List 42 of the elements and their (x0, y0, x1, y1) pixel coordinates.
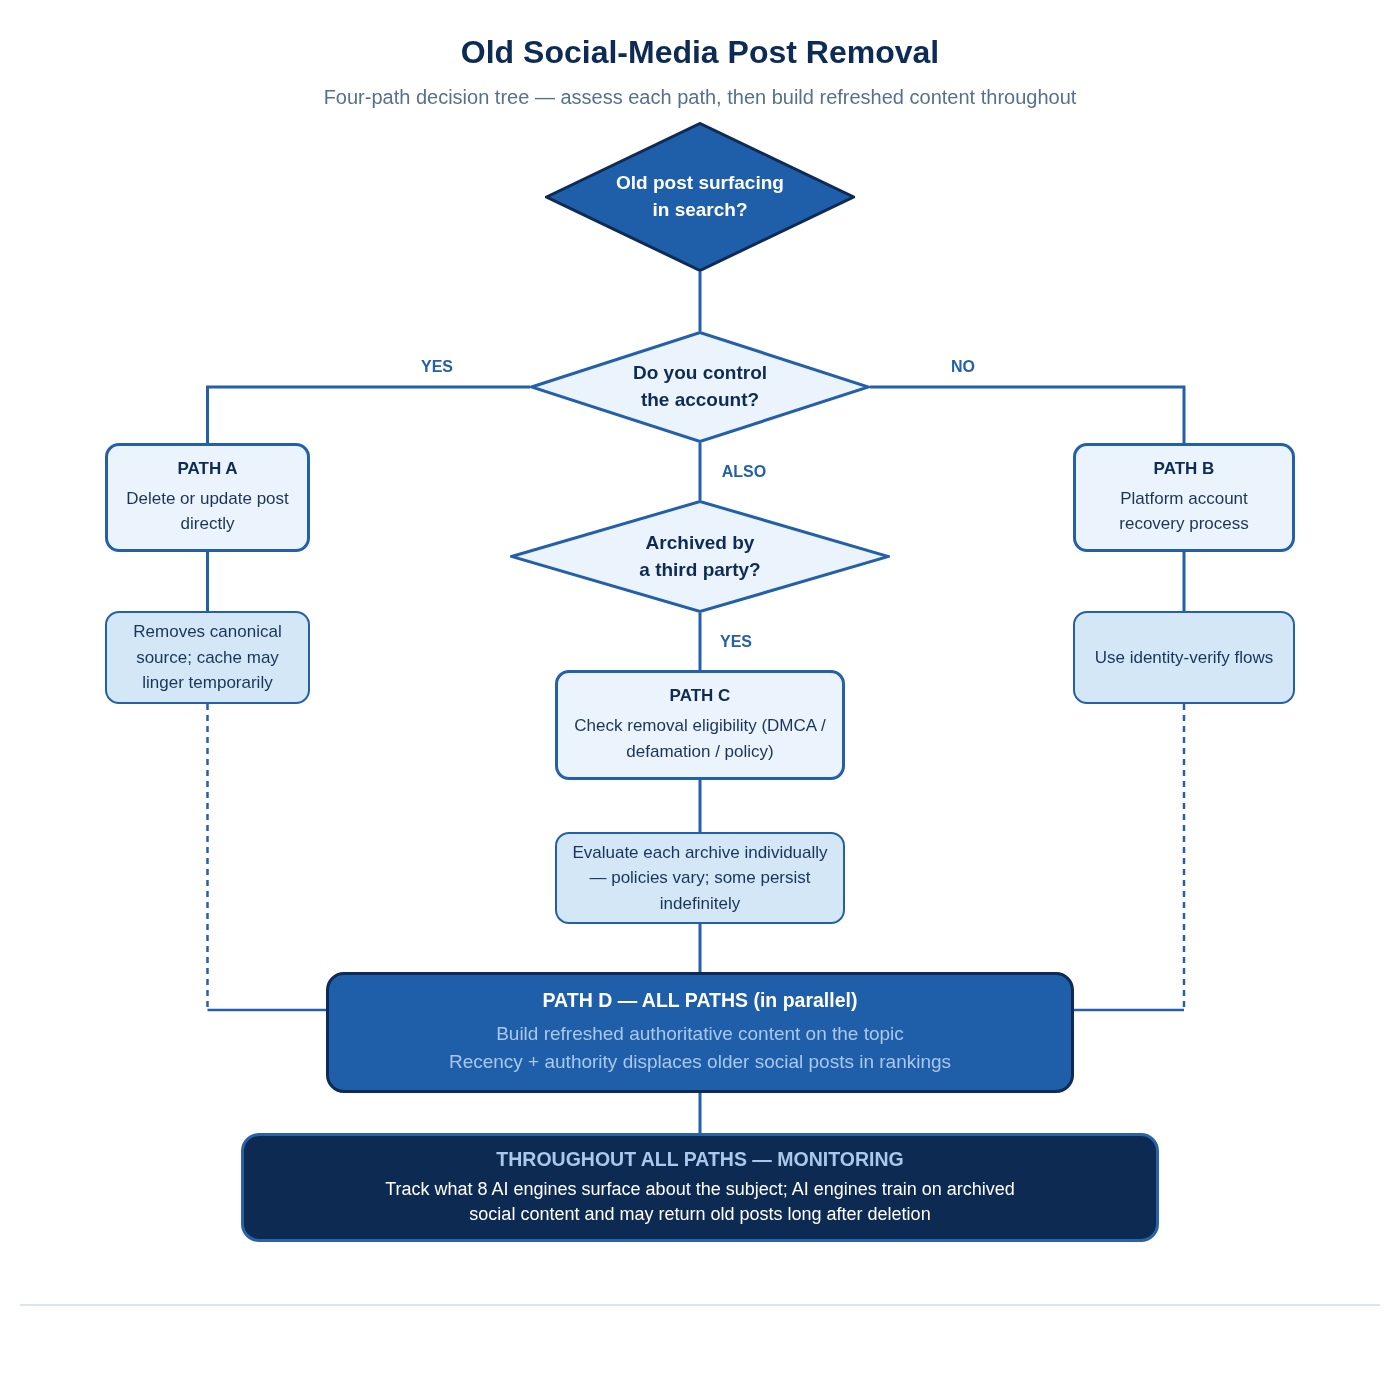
connector-line (698, 443, 702, 500)
path-description: Check removal eligibility (DMCA / defamation / policy) (573, 715, 827, 763)
monitoring-panel (241, 1133, 1159, 1242)
path-box (105, 443, 310, 552)
panel-heading: THROUGHOUT ALL PATHS — MONITORING (496, 1147, 904, 1171)
panel-text: Recency + authority displaces older social posts in rankings (448, 1050, 952, 1074)
connector-line (698, 924, 702, 972)
subtitle: Four-path decision tree — assess each path, then build refreshed content throughout (323, 86, 1077, 109)
decision-diamond (545, 122, 855, 272)
note-box (1073, 611, 1295, 704)
connector-line (870, 385, 1186, 443)
decision-text: Old post surfacing in search? (615, 171, 785, 222)
title: Old Social-Media Post Removal (460, 34, 940, 71)
connector-line (206, 552, 209, 611)
connector-line (698, 1093, 702, 1133)
connector-line (1182, 552, 1186, 611)
path-heading: PATH A (177, 458, 238, 479)
connector-line (698, 272, 702, 331)
note-text: Removes canonical source; cache may linger temporarily (132, 621, 283, 695)
decision-diamond (530, 331, 870, 443)
dashed-connector (206, 704, 326, 1012)
note-box (555, 832, 845, 924)
path-box (1073, 443, 1295, 552)
path-description: Platform account recovery process (1118, 487, 1250, 535)
note-text: Evaluate each archive individually — policies vary; some persist indefinitely (571, 841, 829, 915)
path-panel (326, 972, 1074, 1093)
panel-text: Track what 8 AI engines surface about the subject; AI engines train on archived social content and may return old posts long after deletion (384, 1177, 1016, 1226)
dashed-connector (1074, 704, 1186, 1012)
decision-text: Do you control the account? (631, 361, 769, 412)
decision-text: Archived by a third party? (638, 530, 762, 582)
connector-line (698, 613, 702, 670)
decision-diamond (510, 500, 890, 613)
note-box (105, 611, 310, 704)
path-heading: PATH B (1153, 458, 1215, 479)
note-text: Use identity-verify flows (1094, 646, 1274, 669)
path-description: Delete or update post directly (125, 487, 290, 535)
path-box (555, 670, 845, 780)
connector-line (698, 780, 702, 832)
panel-text: Build refreshed authoritative content on the topic (496, 1021, 904, 1046)
path-heading: PATH C (669, 686, 731, 706)
panel-heading: PATH D — ALL PATHS (in parallel) (542, 988, 858, 1012)
connector-line (206, 385, 530, 443)
